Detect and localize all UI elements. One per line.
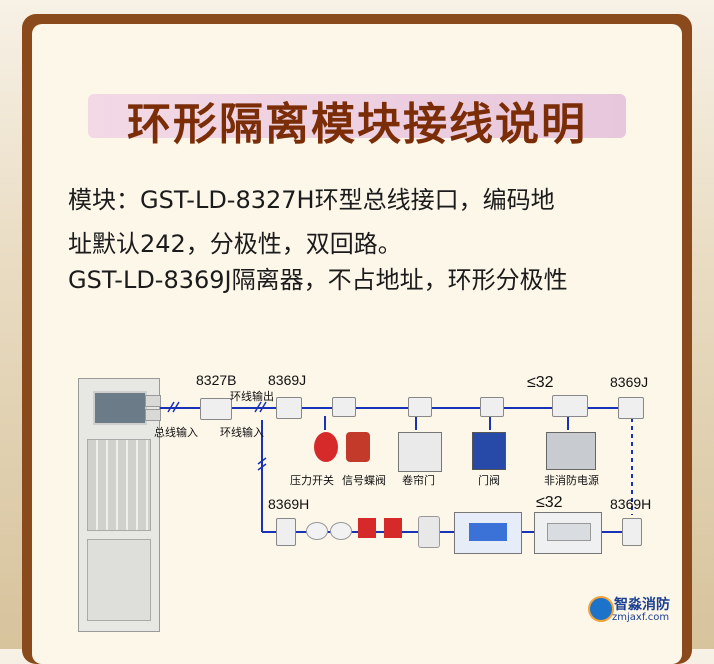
label-8369h-right: 8369H [610,496,652,512]
shutter-door-icon [398,432,442,472]
input-module [408,397,432,417]
label-le32-bottom: ≤32 [536,494,563,511]
label-8327b: 8327B [196,372,237,388]
display-screen [469,523,507,541]
repeater-panel-icon [534,512,602,554]
hydrant-button-icon [384,518,402,538]
logo-site: zmjaxf.com [612,612,670,623]
logo-name: 智淼消防 [614,597,670,613]
input-module [332,397,356,417]
label-8369j-right: 8369J [610,374,649,390]
fire-control-panel [78,378,161,632]
isolator-8369j-right [618,397,644,419]
label-pressure-switch: 压力开关 [290,474,334,487]
module-8327b [200,398,232,420]
pressure-switch-icon [314,432,338,462]
description-line-2: 址默认242，分极性，双回路。 [68,230,402,258]
description-line-1: 模块：GST-LD-8327H环型总线接口，编码地 [68,186,555,214]
panel-screen [93,391,147,425]
label-door-valve: 门阀 [478,474,500,487]
smoke-detector-icon [306,522,328,540]
label-bus-input: 总线输入 [154,426,198,439]
heat-detector-icon [330,522,352,540]
isolator-8369h-left [276,518,296,546]
title-highlight [88,94,626,138]
display-panel-icon [454,512,522,554]
repeater-screen [547,523,591,541]
door-valve-icon [472,432,506,470]
label-8369h-left: 8369H [268,496,310,512]
label-8369j-top: 8369J [268,372,307,388]
isolator-8369h-right [622,518,642,546]
input-module [480,397,504,417]
label-ring-output: 环线输出 [230,390,274,403]
non-fire-power-cabinet-icon [546,432,596,470]
manual-alarm-icon [358,518,376,538]
panel-key [145,395,161,407]
page-title: 环形隔离模块接线说明 [127,99,587,150]
description-line-3: GST-LD-8369J隔离器，不占地址，环形分极性 [68,266,568,294]
label-shutter-door: 卷帘门 [402,474,435,487]
sounder-icon [418,516,440,548]
signal-valve-icon [346,432,370,462]
panel-lower-section [87,539,151,621]
panel-key [145,409,161,421]
label-ring-input: 环线输入 [220,426,264,439]
label-le32-top: ≤32 [527,374,554,391]
isolator-8369j-top [276,397,302,419]
logo-icon [588,596,614,622]
panel-module-rack [87,439,151,531]
control-module [552,395,588,417]
label-non-fire-power: 非消防电源 [544,474,599,487]
label-signal-valve: 信号蝶阀 [342,474,386,487]
